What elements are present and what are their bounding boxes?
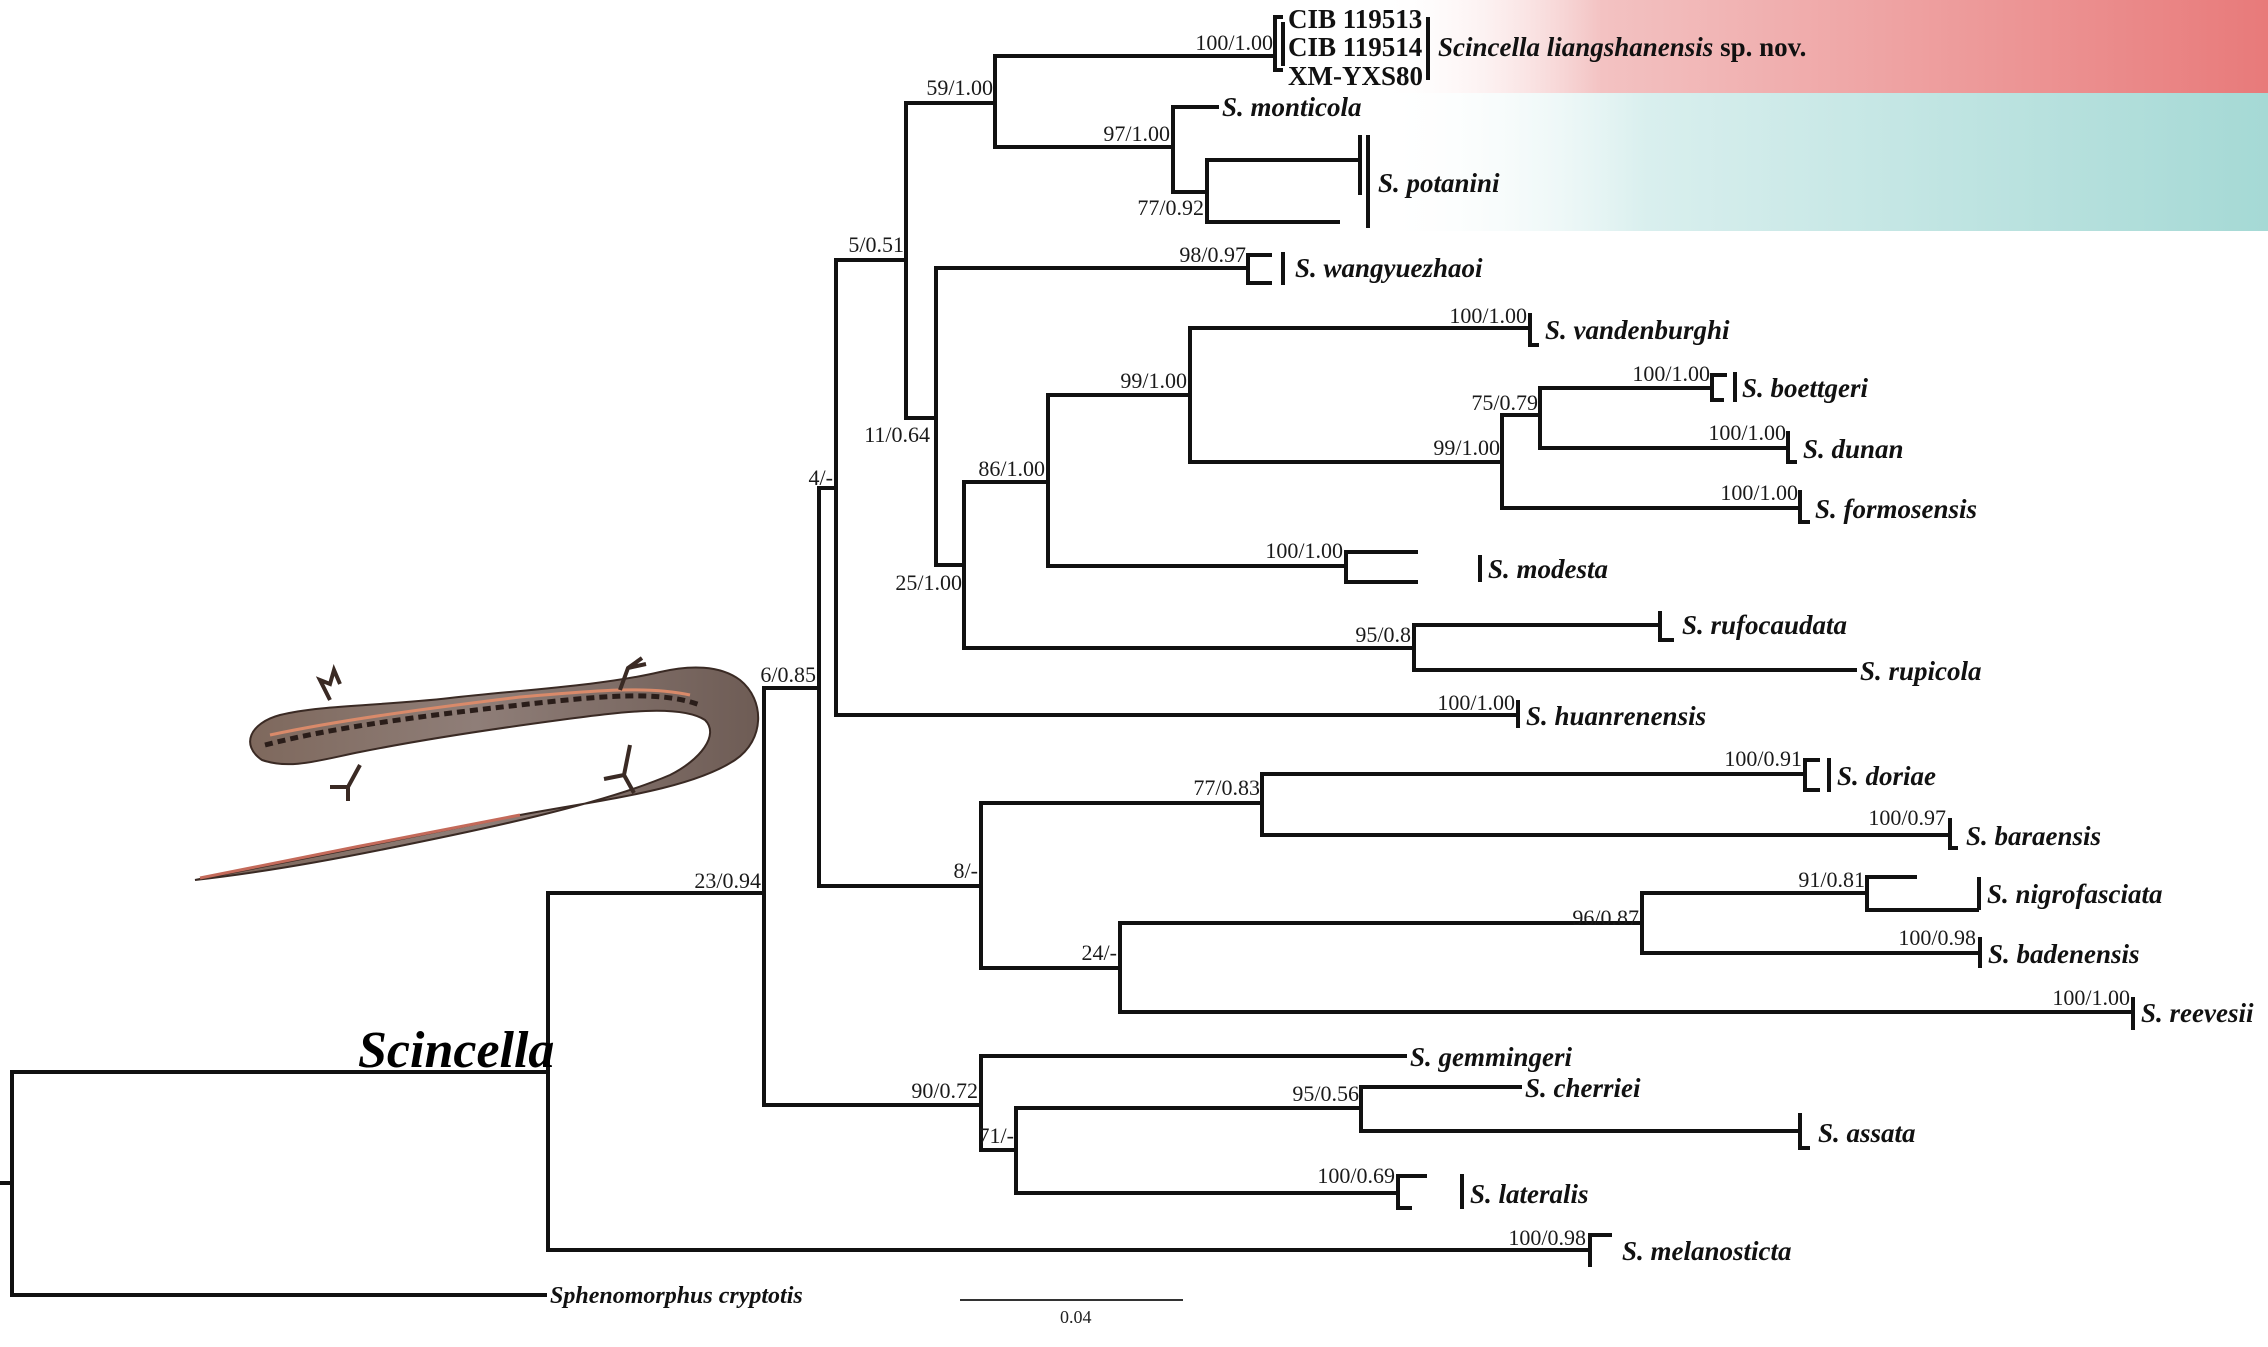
support-value-n90: 90/0.72 (911, 1078, 978, 1103)
new-species-suffix: sp. nov. (1713, 32, 1806, 62)
support-value-n59: 59/1.00 (926, 75, 993, 100)
support-value-n5: 5/0.51 (848, 232, 904, 257)
support-value-n8: 8/- (954, 858, 978, 883)
support-value-dunan: 100/1.00 (1708, 420, 1786, 445)
taxon-label-boettgeri: S. boettgeri (1742, 373, 1868, 403)
taxon-label-vandenburghi: S. vandenburghi (1545, 315, 1730, 345)
taxon-label-reevesii: S. reevesii (2141, 998, 2254, 1028)
support-value-n71: 71/- (979, 1123, 1014, 1148)
support-value-n99b: 99/1.00 (1433, 435, 1500, 460)
new-species-label: Scincella liangshanensis sp. nov. (1438, 32, 1806, 62)
sister-clade-highlight-band (1380, 93, 2268, 231)
taxon-label-wangyuezhaoi: S. wangyuezhaoi (1295, 253, 1483, 283)
taxon-label-doriae: S. doriae (1837, 761, 1936, 791)
support-value-n99a: 99/1.00 (1120, 368, 1187, 393)
genus-label: Scincella (358, 1022, 554, 1079)
support-value-badenensis: 100/0.98 (1898, 925, 1976, 950)
support-value-reevesii: 100/1.00 (2052, 985, 2130, 1010)
taxon-label-melanosticta: S. melanosticta (1622, 1236, 1792, 1266)
taxon-label-rufocaudata: S. rufocaudata (1682, 610, 1847, 640)
taxon-label-monticola: S. monticola (1222, 92, 1362, 122)
support-value-n25: 25/1.00 (895, 570, 962, 595)
support-value-lateralis: 100/0.69 (1317, 1163, 1395, 1188)
support-value-n6: 6/0.85 (760, 662, 816, 687)
support-value-huanrenensis: 100/1.00 (1437, 690, 1515, 715)
support-value-n23: 23/0.94 (694, 868, 761, 893)
tree-branches (0, 15, 2135, 1297)
support-value-n97: 97/1.00 (1103, 121, 1170, 146)
taxon-label-baraensis: S. baraensis (1966, 821, 2101, 851)
taxon-label-cherriei: S. cherriei (1525, 1073, 1641, 1103)
support-value-formosensis: 100/1.00 (1720, 480, 1798, 505)
scincella-lizard-photo (194, 656, 760, 881)
support-value-n77b: 77/0.83 (1193, 775, 1260, 800)
taxon-label-assata: S. assata (1818, 1118, 1916, 1148)
taxon-label-huanrenensis: S. huanrenensis (1526, 701, 1706, 731)
scale-bar-label: 0.04 (1060, 1307, 1092, 1327)
taxon-label-rupicola: S. rupicola (1860, 656, 1982, 686)
support-value-n24: 24/- (1082, 940, 1117, 965)
support-value-melanosticta: 100/0.98 (1508, 1225, 1586, 1250)
support-value-vandenburghi: 100/1.00 (1449, 303, 1527, 328)
support-value-n95b: 95/0.56 (1292, 1081, 1359, 1106)
specimen-label-cib-119514: CIB 119514 (1288, 32, 1422, 62)
support-value-doriae: 100/0.91 (1724, 746, 1802, 771)
specimen-label-xm-yxs80: XM-YXS80 (1288, 61, 1423, 91)
taxon-label-lateralis: S. lateralis (1470, 1179, 1589, 1209)
new-species-name: Scincella liangshanensis (1438, 32, 1713, 62)
taxon-label-nigrofasciata: S. nigrofasciata (1987, 879, 2163, 909)
support-value-liangshanensis: 100/1.00 (1195, 30, 1273, 55)
specimen-label-cib-119513: CIB 119513 (1288, 4, 1422, 34)
support-value-n95: 95/0.8 (1355, 622, 1411, 647)
support-value-n96: 96/0.87 (1572, 905, 1639, 930)
support-value-boettgeri: 100/1.00 (1632, 361, 1710, 386)
support-value-n11: 11/0.64 (864, 422, 930, 447)
support-value-baraensis: 100/0.97 (1868, 805, 1946, 830)
taxon-label-badenensis: S. badenensis (1988, 939, 2140, 969)
taxon-label-modesta: S. modesta (1488, 554, 1608, 584)
new-species-highlight-band (1380, 0, 2268, 93)
support-value-modesta: 100/1.00 (1265, 538, 1343, 563)
taxon-label-dunan: S. dunan (1803, 434, 1904, 464)
support-value-n4: 4/- (809, 465, 833, 490)
taxon-label-gemmingeri: S. gemmingeri (1410, 1042, 1573, 1072)
taxon-label-formosensis: S. formosensis (1815, 494, 1977, 524)
support-value-nigrofasciata: 91/0.81 (1798, 867, 1865, 892)
support-value-wangyuezhaoi: 98/0.97 (1179, 242, 1246, 267)
support-value-n75: 75/0.79 (1471, 390, 1538, 415)
taxon-label-potanini: S. potanini (1378, 168, 1500, 198)
support-value-n86: 86/1.00 (978, 456, 1045, 481)
support-value-n77: 77/0.92 (1137, 195, 1204, 220)
outgroup-label: Sphenomorphus cryptotis (550, 1283, 803, 1309)
